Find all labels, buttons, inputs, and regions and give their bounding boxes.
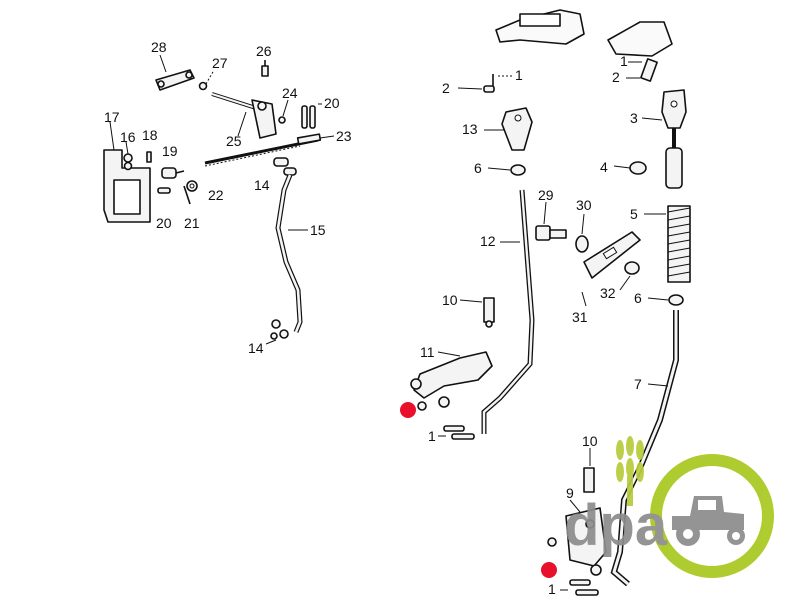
- part-16-nuts: [123, 141, 133, 171]
- callout-20-bottom: 20: [156, 215, 172, 231]
- part-14-clips: [273, 157, 297, 176]
- part-11-lever: [410, 351, 493, 411]
- part-12-rod: [500, 189, 531, 269]
- dpa-logo: dpa: [564, 436, 774, 578]
- callout-20-top: 20: [324, 95, 340, 111]
- callout-18: 18: [142, 127, 158, 143]
- part-17-bracket: [103, 121, 151, 223]
- callout-32: 32: [600, 285, 616, 301]
- logo-wordmark: dpa: [564, 493, 668, 558]
- part-29-bolt: [535, 201, 567, 241]
- part-4-fitting: [613, 161, 647, 175]
- callout-25: 25: [226, 133, 242, 149]
- callout-1-centre-top: 1: [515, 67, 523, 83]
- part-30-washer: [575, 213, 589, 253]
- callout-16: 16: [120, 129, 136, 145]
- callout-1-right: 1: [620, 53, 628, 69]
- part-24-nut: [278, 99, 289, 124]
- tractor-icon: [672, 496, 745, 546]
- part-2-pin-centre: [457, 74, 512, 93]
- part-26-pin: [261, 60, 269, 77]
- part-3-clevis: [641, 89, 687, 148]
- part-14-clips-bottom: [265, 319, 289, 345]
- centre-assembly: [410, 9, 641, 440]
- part-32-nut: [619, 261, 640, 291]
- callout-10-centre: 10: [442, 292, 458, 308]
- callout-31: 31: [572, 309, 588, 325]
- callout-6-right: 6: [634, 290, 642, 306]
- left-assembly: [103, 54, 335, 345]
- highlight-marker-bottom: [541, 562, 557, 578]
- callout-28: 28: [151, 39, 167, 55]
- part-1-clips-bottom: [560, 579, 599, 596]
- callout-23: 23: [336, 128, 352, 144]
- wheat-icon: [616, 436, 644, 506]
- part-27-clip: [198, 69, 215, 91]
- callout-24: 24: [282, 85, 298, 101]
- callout-3: 3: [630, 110, 638, 126]
- part-28-link: [155, 54, 195, 91]
- callout-13: 13: [462, 121, 478, 137]
- callout-9: 9: [566, 485, 574, 501]
- callout-15: 15: [310, 222, 326, 238]
- part-31-plate: [581, 231, 641, 307]
- callout-6-centre: 6: [474, 160, 482, 176]
- part-1-clips-lower: [438, 425, 475, 440]
- gear-icon: [650, 454, 774, 578]
- highlight-marker-centre: [400, 402, 416, 418]
- centre-long-rod: [481, 267, 535, 434]
- part-10-bolt-lower: [583, 448, 595, 493]
- part-15-rod: [275, 174, 308, 333]
- part-10-bolt-centre: [459, 297, 495, 328]
- callout-12: 12: [480, 233, 496, 249]
- part-2-pin-right: [626, 58, 658, 82]
- part-25-shaft: [211, 92, 277, 139]
- part-20-clips-top: [301, 103, 322, 129]
- top-frame-left: [495, 9, 585, 45]
- callout-1-centre-bottom: 1: [428, 428, 436, 444]
- callout-7: 7: [634, 376, 642, 392]
- callout-19: 19: [162, 143, 178, 159]
- part-20-21-pins: [157, 185, 191, 205]
- part-19-fitting: [161, 167, 185, 179]
- callout-22: 22: [208, 187, 224, 203]
- callout-21: 21: [184, 215, 200, 231]
- callout-26: 26: [256, 43, 272, 59]
- callout-1-bottom: 1: [548, 581, 556, 597]
- part-9-lever: [547, 499, 607, 576]
- part-3-sleeve: [665, 147, 683, 189]
- callout-labels: 28 27 26 24 20 23 25 17 16 18 19 22 14 2…: [104, 39, 642, 597]
- part-6-nut-right: [647, 294, 684, 306]
- part-18-pin: [146, 151, 152, 163]
- callout-5: 5: [630, 206, 638, 222]
- part-6-nut-centre: [487, 164, 526, 176]
- callout-2-right: 2: [612, 69, 620, 85]
- callout-30: 30: [576, 197, 592, 213]
- callout-4: 4: [600, 159, 608, 175]
- top-frame-right: [607, 21, 673, 57]
- part-5-spring: [644, 205, 691, 283]
- callout-10-lower: 10: [582, 433, 598, 449]
- part-22-washer: [186, 180, 198, 192]
- highlight-markers: [400, 402, 557, 578]
- part-13-clevis: [484, 107, 533, 151]
- part-23-rod: [204, 133, 335, 167]
- callout-14-bottom: 14: [248, 340, 264, 356]
- callout-27: 27: [212, 55, 228, 71]
- callout-14-top: 14: [254, 177, 270, 193]
- callout-17: 17: [104, 109, 120, 125]
- callout-29: 29: [538, 187, 554, 203]
- callout-2-centre: 2: [442, 80, 450, 96]
- callout-11: 11: [420, 344, 435, 360]
